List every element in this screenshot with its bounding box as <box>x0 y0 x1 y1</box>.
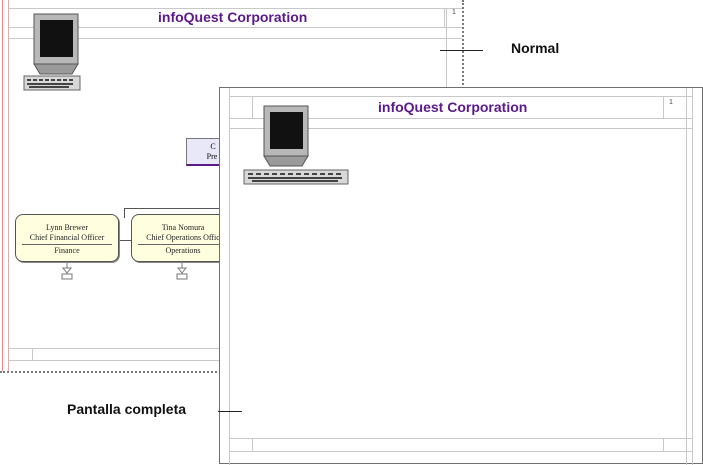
normal-callout-line <box>440 50 483 51</box>
connector-horizontal <box>124 208 224 209</box>
normal-label: Normal <box>511 40 560 56</box>
expand-subordinates-icon[interactable] <box>61 263 73 281</box>
org-box-cfo[interactable]: Lynn Brewer Chief Financial Officer Fina… <box>15 214 119 262</box>
body-guide-top <box>9 38 462 39</box>
footer-divider-right <box>663 438 664 451</box>
page-number: 1 <box>669 99 673 106</box>
left-margin-line-inner <box>8 0 9 371</box>
org-box-president-line2: Pre <box>206 152 218 161</box>
org-box-president-line1: C <box>210 142 216 151</box>
footer-divider-left <box>252 438 253 451</box>
header-divider-right <box>663 96 664 118</box>
header-guide-top <box>229 96 692 97</box>
page-title: infoQuest Corporation <box>378 99 528 115</box>
header-guide-bottom <box>9 27 462 28</box>
right-guide <box>686 88 687 465</box>
fullscreen-callout-line <box>218 411 242 412</box>
footer-guide-bottom <box>229 451 692 452</box>
org-box-coo-dept: Operations <box>165 246 201 255</box>
page-number: 1 <box>452 9 456 16</box>
computer-monitor-icon <box>243 105 349 185</box>
right-guide-outer <box>692 88 693 465</box>
left-margin-line <box>2 0 3 371</box>
expand-subordinates-icon[interactable] <box>176 263 188 281</box>
org-box-coo-title: Chief Operations Offic <box>146 233 220 242</box>
org-box-coo-name: Tina Nomura <box>161 223 205 232</box>
org-box-cfo-dept: Finance <box>54 246 80 255</box>
footer-divider <box>32 348 33 360</box>
header-divider <box>444 8 445 28</box>
left-guide <box>229 88 230 465</box>
computer-monitor-icon <box>23 13 81 91</box>
page-title: infoQuest Corporation <box>158 9 308 25</box>
header-guide-bottom <box>229 118 692 119</box>
body-guide-top <box>229 128 692 129</box>
org-box-cfo-name: Lynn Brewer <box>46 223 88 232</box>
fullscreen-view-window: infoQuest Corporation 1 <box>219 87 703 465</box>
org-box-cfo-title: Chief Financial Officer <box>29 233 105 242</box>
footer-guide-top <box>229 438 692 439</box>
fullscreen-label: Pantalla completa <box>67 401 187 417</box>
org-box-coo[interactable]: Tina Nomura Chief Operations Offic Opera… <box>131 214 235 262</box>
header-guide-top <box>9 8 462 9</box>
connector-left <box>124 208 125 218</box>
connector-between <box>119 240 131 241</box>
header-divider-left <box>252 96 253 118</box>
